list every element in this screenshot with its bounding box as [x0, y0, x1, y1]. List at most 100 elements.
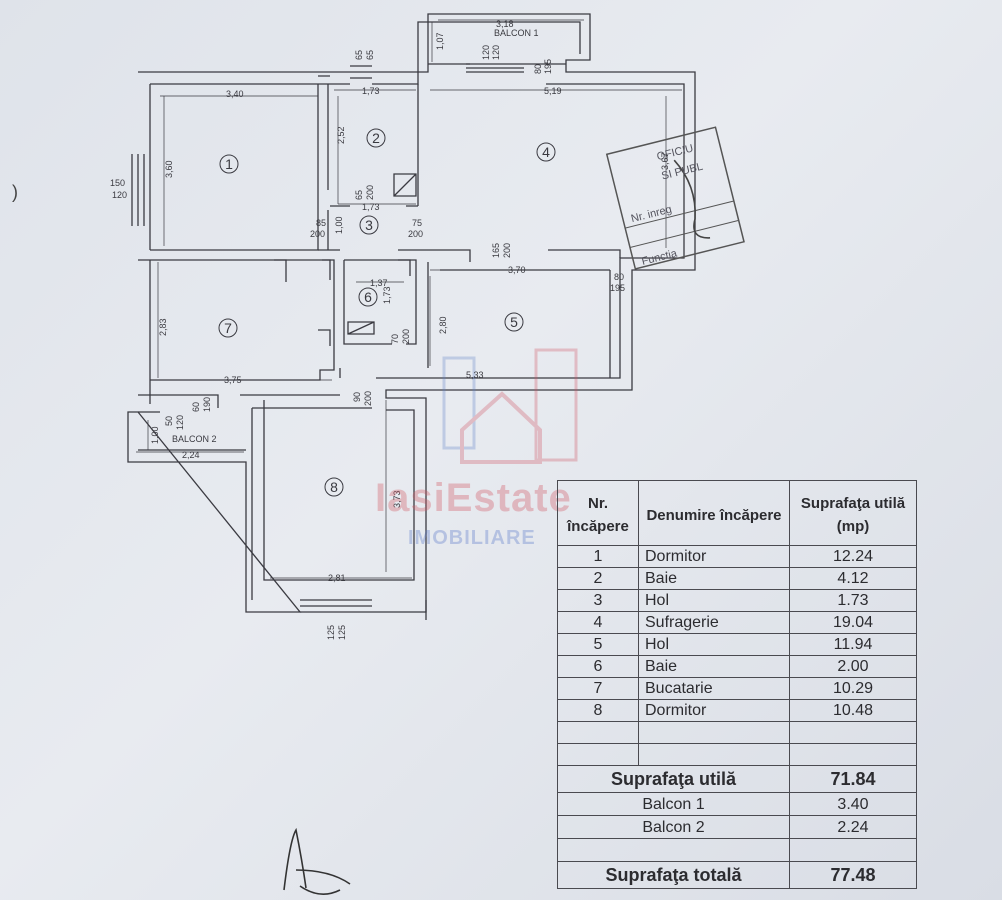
row-area: 10.29	[789, 677, 917, 700]
header-area: Suprafaţa utilă (mp)	[789, 480, 917, 546]
row-name: Baie	[638, 655, 790, 678]
useful-area-value: 71.84	[789, 765, 917, 793]
row-area: 10.48	[789, 699, 917, 722]
doors	[274, 173, 417, 346]
svg-text:5,19: 5,19	[544, 86, 562, 96]
svg-text:200: 200	[401, 329, 411, 344]
row-area: 11.94	[789, 633, 917, 656]
table-empty-row	[557, 838, 917, 862]
wall-balcony2	[138, 411, 246, 451]
balcony1-value: 3.40	[789, 792, 917, 816]
row-nr: 6	[557, 655, 639, 678]
svg-text:50: 50	[164, 416, 174, 426]
row-area: 2.00	[789, 655, 917, 678]
svg-text:2,52: 2,52	[336, 126, 346, 144]
window-bottom	[300, 599, 372, 613]
svg-text:165: 165	[491, 243, 501, 258]
row-name: Bucatarie	[638, 677, 790, 700]
svg-text:2,80: 2,80	[438, 316, 448, 334]
row-name: Hol	[638, 633, 790, 656]
svg-text:200: 200	[310, 229, 325, 239]
left-margin-mark: )	[12, 182, 18, 202]
wall-r8	[251, 407, 427, 620]
svg-text:195: 195	[543, 59, 553, 74]
table-empty-row	[557, 743, 917, 766]
svg-text:80: 80	[533, 64, 543, 74]
svg-text:120: 120	[481, 45, 491, 60]
row-area: 12.24	[789, 545, 917, 568]
balcony1-label: Balcon 1	[557, 792, 790, 816]
wall-r5	[427, 262, 611, 378]
svg-text:60: 60	[191, 402, 201, 412]
row-name: Sufragerie	[638, 611, 790, 634]
room-number-8: 8	[330, 479, 338, 495]
header-nr: Nr. încăpere	[557, 480, 639, 546]
svg-text:65: 65	[365, 50, 375, 60]
row-nr: 4	[557, 611, 639, 634]
svg-text:125: 125	[337, 625, 347, 640]
balcony2-row: Balcon 2 2.24	[557, 815, 917, 839]
svg-text:200: 200	[365, 185, 375, 200]
row-nr: 5	[557, 633, 639, 656]
signature	[283, 827, 351, 895]
room-number-1: 1	[225, 156, 233, 172]
wall-r1	[150, 84, 329, 251]
row-name: Baie	[638, 567, 790, 590]
svg-text:2,83: 2,83	[158, 318, 168, 336]
outer-wall-inner	[149, 21, 685, 581]
svg-text:1,00: 1,00	[150, 426, 160, 444]
row-area: 4.12	[789, 567, 917, 590]
svg-text:200: 200	[408, 229, 423, 239]
row-nr: 2	[557, 567, 639, 590]
svg-text:3,60: 3,60	[164, 160, 174, 178]
row-area: 19.04	[789, 611, 917, 634]
useful-area-label: Suprafaţa utilă	[557, 765, 790, 793]
svg-text:2,24: 2,24	[182, 450, 200, 460]
svg-text:1,73: 1,73	[382, 286, 392, 304]
svg-text:200: 200	[502, 243, 512, 258]
window-balcon1	[466, 63, 524, 73]
balcon-1-label: BALCON 1	[494, 28, 539, 38]
watermark-sub: IMOBILIARE	[408, 527, 536, 549]
svg-text:65: 65	[354, 190, 364, 200]
balcony1-row: Balcon 1 3.40	[557, 792, 917, 816]
total-area-value: 77.48	[789, 861, 917, 889]
room-number-3: 3	[365, 217, 373, 233]
svg-text:125: 125	[326, 625, 336, 640]
svg-text:190: 190	[202, 397, 212, 412]
row-nr: 3	[557, 589, 639, 612]
svg-text:120: 120	[112, 190, 127, 200]
room-number-7: 7	[224, 320, 232, 336]
svg-text:1,73: 1,73	[362, 202, 380, 212]
window-top	[350, 65, 372, 79]
svg-text:3,40: 3,40	[226, 89, 244, 99]
svg-text:2,81: 2,81	[328, 573, 346, 583]
svg-text:5,33: 5,33	[466, 370, 484, 380]
row-area: 1.73	[789, 589, 917, 612]
svg-text:200: 200	[363, 391, 373, 406]
balcony2-value: 2.24	[789, 815, 917, 839]
svg-text:90: 90	[352, 392, 362, 402]
svg-text:3,67: 3,67	[660, 152, 670, 170]
wall-r3	[318, 249, 621, 262]
svg-text:3,70: 3,70	[508, 265, 526, 275]
svg-text:1,00: 1,00	[334, 216, 344, 234]
row-name: Dormitor	[638, 545, 790, 568]
room-number-5: 5	[510, 314, 518, 330]
dimension-labels: 3,18 1,07 65 65 120 120 80 195 3,40 1,73…	[110, 19, 670, 640]
useful-area-row: Suprafaţa utilă 71.84	[557, 765, 917, 793]
svg-text:120: 120	[491, 45, 501, 60]
total-area-label: Suprafaţa totală	[557, 861, 790, 889]
wall-r6	[343, 259, 417, 345]
official-stamp: OFICIU SI PUBL Nr. inreg Functia	[605, 126, 745, 270]
svg-text:150: 150	[110, 178, 125, 188]
svg-text:1,73: 1,73	[362, 86, 380, 96]
